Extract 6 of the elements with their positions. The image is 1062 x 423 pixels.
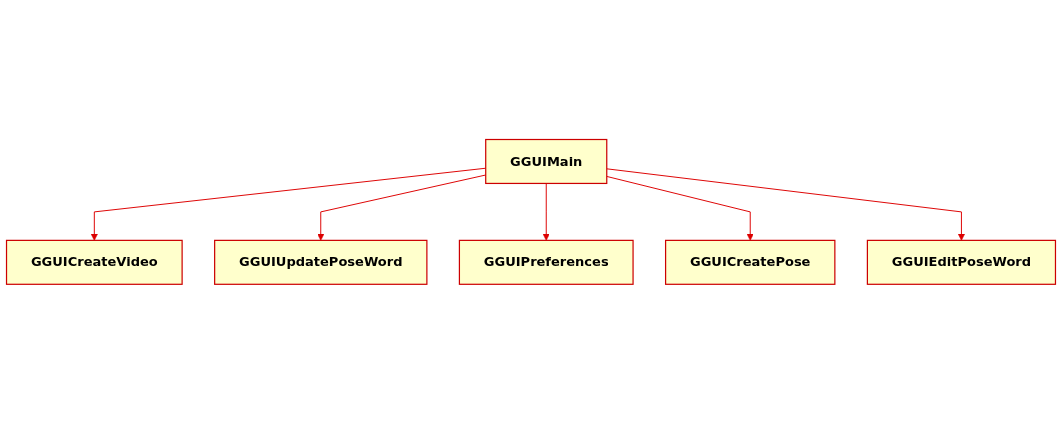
node-box: GGUICreateVideo — [5, 239, 183, 285]
node-box: GGUICreatePose — [665, 239, 836, 285]
node-box: GGUIUpdatePoseWord — [214, 239, 428, 285]
node-box: GGUIMain — [485, 138, 608, 184]
node-box: GGUIEditPoseWord — [866, 239, 1057, 285]
node-box: GGUIPreferences — [458, 239, 634, 285]
